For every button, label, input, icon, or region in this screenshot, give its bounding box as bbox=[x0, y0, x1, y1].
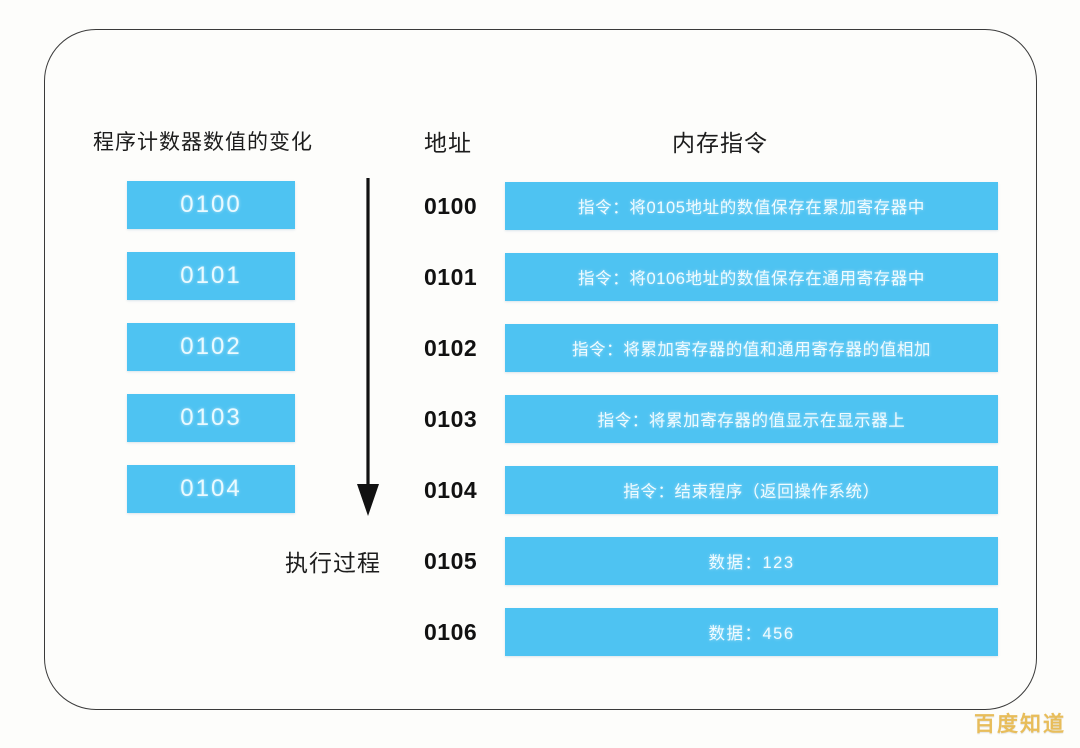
program-counter-box: 0104 bbox=[127, 465, 295, 513]
program-counter-value: 0102 bbox=[180, 333, 242, 360]
memory-content-text: 指令：将0106地址的数值保存在通用寄存器中 bbox=[578, 270, 925, 288]
watermark-label: 百度知道 bbox=[974, 713, 1066, 736]
table-row: 0102 指令：将累加寄存器的值和通用寄存器的值相加 bbox=[424, 324, 999, 372]
memory-content-cell: 数据：456 bbox=[505, 608, 998, 656]
memory-content-cell: 指令：将0105地址的数值保存在累加寄存器中 bbox=[505, 182, 998, 230]
memory-address-label: 0105 bbox=[424, 547, 478, 574]
table-row: 0100 指令：将0105地址的数值保存在累加寄存器中 bbox=[424, 182, 999, 230]
program-counter-value: 0100 bbox=[180, 191, 242, 218]
program-counter-value-list: 0100 0101 0102 0103 0104 bbox=[127, 181, 295, 536]
memory-content-cell: 指令：将累加寄存器的值显示在显示器上 bbox=[505, 395, 998, 443]
table-row: 0103 指令：将累加寄存器的值显示在显示器上 bbox=[424, 395, 999, 443]
memory-address-label: 0106 bbox=[424, 618, 478, 645]
table-row: 0105 数据：123 bbox=[424, 537, 999, 585]
memory-content-text: 数据：456 bbox=[708, 625, 795, 643]
program-counter-box: 0103 bbox=[127, 394, 295, 442]
memory-content-text: 指令：将累加寄存器的值显示在显示器上 bbox=[597, 412, 906, 430]
program-counter-box: 0102 bbox=[127, 323, 295, 371]
memory-content-text: 指令：将0105地址的数值保存在累加寄存器中 bbox=[578, 199, 925, 217]
execution-process-label: 执行过程 bbox=[285, 550, 381, 576]
program-counter-box: 0100 bbox=[127, 181, 295, 229]
program-counter-box: 0101 bbox=[127, 252, 295, 300]
memory-content-cell: 指令：将累加寄存器的值和通用寄存器的值相加 bbox=[505, 324, 998, 372]
memory-address-label: 0103 bbox=[424, 405, 478, 432]
memory-address-label: 0100 bbox=[424, 192, 478, 219]
table-row: 0104 指令：结束程序（返回操作系统） bbox=[424, 466, 999, 514]
memory-content-text: 指令：结束程序（返回操作系统） bbox=[623, 483, 880, 501]
memory-content-cell: 指令：将0106地址的数值保存在通用寄存器中 bbox=[505, 253, 998, 301]
program-counter-value: 0101 bbox=[180, 262, 242, 289]
memory-content-text: 数据：123 bbox=[708, 554, 795, 572]
program-counter-column-heading: 程序计数器数值的变化 bbox=[93, 131, 313, 154]
table-row: 0101 指令：将0106地址的数值保存在通用寄存器中 bbox=[424, 253, 999, 301]
program-counter-value: 0104 bbox=[180, 475, 242, 502]
program-counter-value: 0103 bbox=[180, 404, 242, 431]
memory-instruction-column-heading: 内存指令 bbox=[672, 130, 768, 156]
table-row: 0106 数据：456 bbox=[424, 608, 999, 656]
memory-address-label: 0101 bbox=[424, 263, 478, 290]
down-arrow-icon bbox=[357, 178, 379, 516]
address-column-heading: 地址 bbox=[424, 130, 472, 156]
memory-address-label: 0104 bbox=[424, 476, 478, 503]
memory-content-cell: 指令：结束程序（返回操作系统） bbox=[505, 466, 998, 514]
memory-address-label: 0102 bbox=[424, 334, 478, 361]
memory-content-text: 指令：将累加寄存器的值和通用寄存器的值相加 bbox=[571, 341, 932, 359]
memory-table: 0100 指令：将0105地址的数值保存在累加寄存器中 0101 指令：将010… bbox=[424, 182, 999, 679]
memory-content-cell: 数据：123 bbox=[505, 537, 998, 585]
